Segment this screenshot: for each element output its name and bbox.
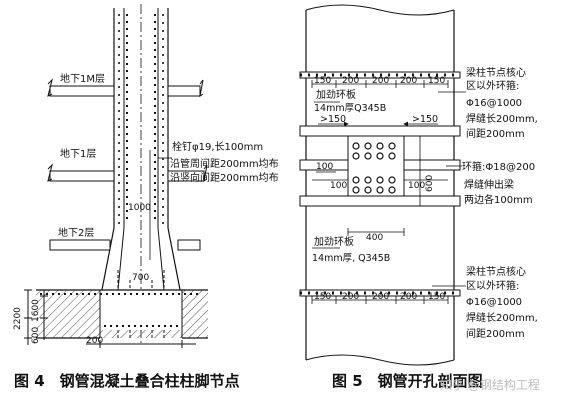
core2-title-1: 梁柱节点核心 — [466, 265, 526, 278]
fig4-caption: 图 4 钢管混凝土叠合柱柱脚节点 — [14, 372, 240, 390]
floor-label-1m: 地下1M层 — [60, 72, 105, 85]
floor-label-1: 地下1层 — [60, 147, 96, 160]
dim-1000: 1000 — [128, 203, 151, 213]
dim-200: 200 — [86, 336, 103, 346]
core-title-2: 区以外环箍: — [466, 79, 519, 92]
core2-weld: 焊缝长200mm, — [466, 311, 538, 324]
stud-note: 栓钉φ19,长100mm — [172, 140, 263, 153]
core-spacing: 间距200mm — [466, 127, 525, 140]
dim-700: 700 — [132, 273, 149, 283]
bot-dim-0: 150 — [314, 292, 331, 302]
fig5-tube-section: 150 200 200 200 150 150 200 200 200 150 … — [299, 4, 538, 366]
core2-title-2: 区以外环箍: — [466, 279, 519, 292]
plate2-spec: 14mm厚, Q345B — [312, 253, 390, 264]
dim-2200: 2200 — [13, 307, 23, 330]
gt150-left: >150 — [320, 114, 346, 125]
floor-slabs — [47, 78, 208, 251]
dim-1600: 1600 — [31, 299, 41, 322]
top-dim-3: 200 — [400, 76, 417, 86]
dim-100a: 100 — [316, 162, 333, 172]
weld-note-1: 焊缝伸出梁 — [464, 178, 514, 191]
top-dim-4: 150 — [428, 76, 445, 86]
core-title-1: 梁柱节点核心 — [466, 66, 526, 79]
core2-spacing: 间距200mm — [466, 327, 525, 340]
spacing-note-1: 沿管周间距200mm均布 — [170, 157, 279, 170]
top-dim-0: 150 — [314, 76, 331, 86]
plate-spec: 14mm厚Q345B — [314, 103, 386, 114]
dim-600v: 600 — [425, 175, 435, 192]
top-dim-1: 200 — [342, 76, 359, 86]
core-bar: Φ16@1000 — [466, 98, 522, 109]
floor-label-2: 地下2层 — [58, 226, 94, 239]
fig4-column-foot-detail: 地下1M层 地下1层 地下2层 栓钉φ19,长100mm 沿管周间距200mm均… — [13, 4, 279, 348]
dim-400: 400 — [366, 233, 383, 243]
dim-600: 600 — [31, 327, 41, 344]
bot-dim-2: 200 — [372, 292, 389, 302]
weld-note-2: 两边各100mm — [464, 193, 533, 206]
spacing-note-2: 沿竖向间距200mm均布 — [170, 171, 279, 184]
plate2-label: 加劲环板 — [314, 235, 354, 248]
stud-dots — [118, 14, 164, 224]
core-weld: 焊缝长200mm, — [466, 112, 538, 125]
fig5-caption: 图 5 钢管开孔剖面图 — [332, 372, 483, 390]
dim-100c: 100 — [408, 181, 425, 191]
bot-dim-4: 150 — [428, 292, 445, 302]
bot-dim-3: 200 — [400, 292, 417, 302]
watermark: 知乎 @钢结构工程 — [440, 378, 540, 392]
bot-dim-1: 200 — [342, 292, 359, 302]
plate-label: 加劲环板 — [316, 88, 356, 101]
hoop-label: 环箍:Φ18@200 — [462, 160, 535, 173]
bolt-holes — [352, 142, 396, 194]
dim-100b: 100 — [330, 181, 347, 191]
top-dim-2: 200 — [372, 76, 389, 86]
core2-bar: Φ16@1000 — [466, 297, 522, 308]
gt150-right: >150 — [412, 114, 438, 125]
